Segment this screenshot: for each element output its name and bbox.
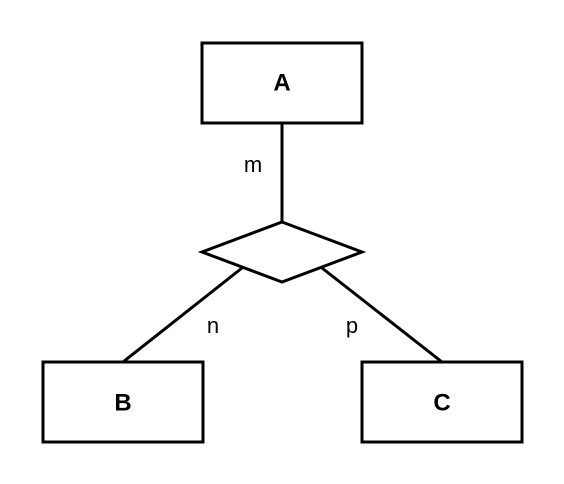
entity-a[interactable]: A — [200, 41, 364, 125]
entity-c-box — [360, 360, 524, 444]
entity-b-box — [41, 360, 205, 444]
cardinality-label-m: m — [244, 152, 262, 177]
connector-c-relationship — [321, 266, 443, 364]
entity-a-label: A — [273, 69, 290, 96]
entity-b-label: B — [114, 389, 131, 416]
entity-c-label: C — [433, 389, 450, 416]
cardinality-label-p: p — [346, 313, 358, 338]
connector-b-relationship — [122, 266, 243, 364]
cardinality-label-n: n — [207, 313, 219, 338]
entity-c[interactable]: C — [360, 360, 524, 444]
relationship-diamond[interactable] — [197, 220, 367, 284]
entity-b[interactable]: B — [41, 360, 205, 444]
entity-a-box — [200, 41, 364, 125]
